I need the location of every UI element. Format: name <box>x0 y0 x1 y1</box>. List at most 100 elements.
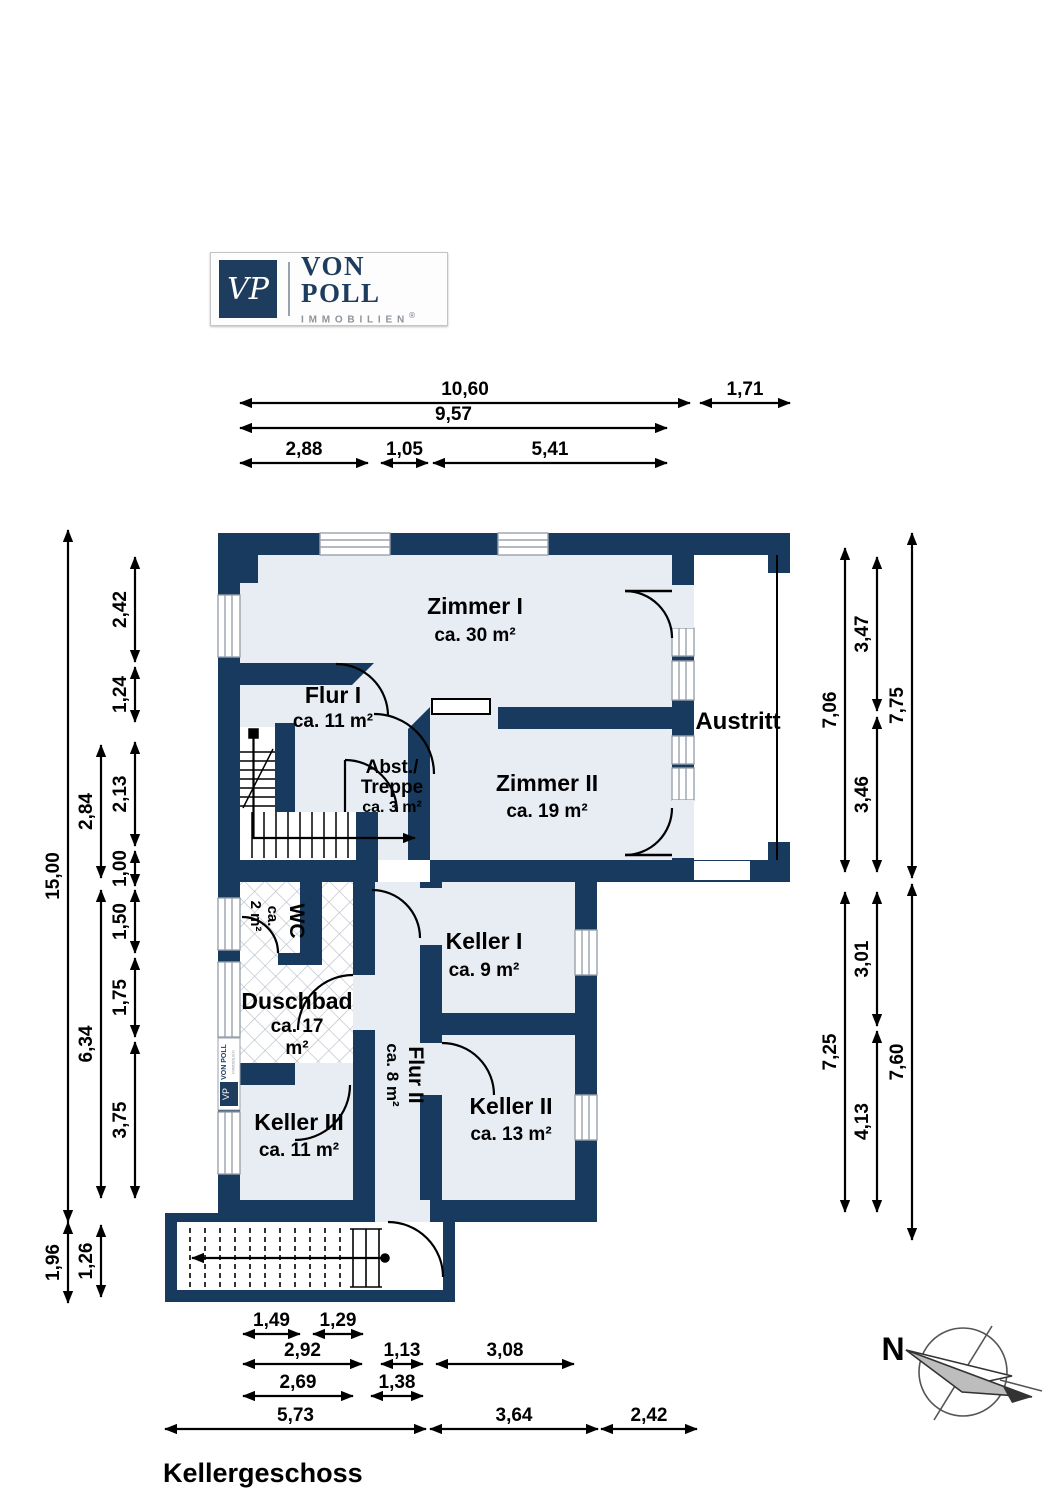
vp-monogram-icon: VP <box>219 260 277 318</box>
dimension-label: 3,47 <box>852 616 873 653</box>
compass-needle-tip <box>1002 1385 1032 1403</box>
compass-north-label: N <box>881 1331 904 1367</box>
page-title: Kellergeschoss <box>163 1458 363 1488</box>
dimension-label: 3,08 <box>487 1340 524 1361</box>
dimension-label: 1,13 <box>384 1340 421 1361</box>
window-right-keller2 <box>574 1094 598 1141</box>
compass-circle <box>918 1327 1008 1417</box>
dimension-label: 1,49 <box>253 1310 290 1331</box>
dimension-label: 2,69 <box>280 1372 317 1393</box>
window-right-3 <box>671 735 695 765</box>
dimension-lines: 10,60 1,71 9,57 2,88 1,05 5,41 1,49 1,29 2,92 1,1… <box>43 379 918 1435</box>
plan-label-keller-3-name: Keller III <box>254 1109 343 1135</box>
window-left-keller3 <box>217 1111 241 1175</box>
window-top-1 <box>319 532 391 556</box>
plan-label-duschbad-area-1: ca. 17 <box>271 1016 324 1037</box>
dimension-label: 15,00 <box>43 852 64 900</box>
plan-label-abst-name-2: Treppe <box>361 777 423 798</box>
plan-label-abst-name-1: Abst./ <box>366 757 420 778</box>
dimension-label: 5,41 <box>532 439 569 460</box>
dimension-label: 10,60 <box>441 379 489 400</box>
room-labels: Zimmer I ca. 30 m² Flur I ca. 11 m² Abst./Tr… <box>241 593 780 1161</box>
logo-subtitle: IMMOBILIEN® <box>301 310 439 325</box>
window-right-1 <box>671 627 695 657</box>
window-top-2 <box>497 532 549 556</box>
dimension-label: 1,00 <box>110 850 131 887</box>
dimension-label: 2,13 <box>110 776 131 813</box>
plan-label-abst-area: ca. 3 m² <box>362 799 422 816</box>
plan-label-keller-1-area: ca. 9 m² <box>449 960 520 981</box>
dimension-label: 1,71 <box>727 379 764 400</box>
plan-label-wc-area-2: 2 m² <box>247 901 264 932</box>
dimension-label: 1,50 <box>110 903 131 940</box>
dimension-label: 2,92 <box>284 1340 321 1361</box>
dimension-label: 1,75 <box>110 979 131 1016</box>
dimension-label: 2,42 <box>110 591 131 628</box>
doors <box>241 585 750 1278</box>
plan-label-flur-1-name: Flur I <box>305 682 361 708</box>
plan-label-zimmer-2-area: ca. 19 m² <box>506 801 587 822</box>
dimension-label: 7,75 <box>887 687 908 724</box>
dimension-label: 7,25 <box>820 1033 841 1070</box>
plan-label-keller-3-area: ca. 11 m² <box>259 1140 339 1161</box>
staircase-exterior <box>189 1228 390 1288</box>
dimension-label: 7,06 <box>820 692 841 729</box>
logo-brand: VON POLL <box>301 250 381 308</box>
plan-label-keller-1-name: Keller I <box>446 928 523 954</box>
dimension-label: 3,64 <box>496 1405 533 1426</box>
dimension-label: 6,34 <box>76 1025 97 1062</box>
stair-direction-arrow <box>252 738 416 844</box>
dimension-label: 2,84 <box>76 793 97 830</box>
plan-label-duschbad-area-2: m² <box>285 1038 308 1059</box>
watermark-brand: VON POLL <box>221 1043 228 1080</box>
door-leaf-slab <box>431 698 491 715</box>
watermark-vp: VP <box>221 1088 231 1100</box>
vonpoll-logo: VP VON POLL IMMOBILIEN® <box>210 252 448 326</box>
plan-label-flur-2-name: Flur II <box>404 1046 427 1103</box>
compass: N <box>881 1325 1043 1421</box>
plan-label-wc-area-1: ca. <box>264 906 281 927</box>
logo-text: VON POLL IMMOBILIEN® <box>301 250 439 325</box>
window-right-keller1 <box>574 929 598 976</box>
plan-label-zimmer-2-name: Zimmer II <box>496 770 598 796</box>
dimension-label: 2,42 <box>631 1405 668 1426</box>
plan-label-keller-2-area: ca. 13 m² <box>470 1124 551 1145</box>
logo-divider <box>288 262 290 316</box>
window-left-duschbad <box>217 961 241 1038</box>
logo-registered-mark: ® <box>409 309 420 320</box>
plan-label-flur-2-area: ca. 8 m² <box>383 1043 402 1107</box>
plan-label-duschbad-name: Duschbad <box>241 988 352 1014</box>
dimension-label: 1,96 <box>43 1244 64 1281</box>
plan-label-zimmer-1-area: ca. 30 m² <box>434 625 515 646</box>
plan-label-zimmer-1-name: Zimmer I <box>427 593 523 619</box>
dimension-label: 9,57 <box>435 404 472 425</box>
dimension-label: 4,13 <box>852 1103 873 1140</box>
window-right-2 <box>671 660 695 701</box>
window-left-zimmer1 <box>217 594 241 658</box>
stair-start-dot <box>248 728 259 739</box>
dimension-label: 1,38 <box>379 1372 416 1393</box>
dimension-label: 1,29 <box>320 1310 357 1331</box>
room-fills <box>177 555 777 1290</box>
dimension-label: 1,05 <box>386 439 423 460</box>
plan-label-austritt-label: Austritt <box>695 708 780 735</box>
wall-watermark: VON POLL IMMOBILIEN VP <box>217 1037 241 1111</box>
dimension-label: 3,75 <box>110 1101 131 1138</box>
plan-label-wc-name: WC <box>285 904 308 939</box>
plan-label-flur-1-area: ca. 11 m² <box>293 711 373 732</box>
plan-label-keller-2-name: Keller II <box>469 1093 552 1119</box>
compass-needle-lower <box>905 1349 1033 1398</box>
window-right-4 <box>671 767 695 801</box>
dimension-label: 2,88 <box>286 439 323 460</box>
logo-subtitle-text: IMMOBILIEN <box>301 314 409 326</box>
dimension-label: 7,60 <box>887 1044 908 1081</box>
dimension-label: 5,73 <box>277 1405 314 1426</box>
dimension-label: 1,24 <box>110 676 131 713</box>
dimension-label: 3,46 <box>852 776 873 813</box>
staircase-internal <box>240 728 416 858</box>
dimension-label: 1,26 <box>76 1243 97 1280</box>
window-left-wc <box>217 897 241 951</box>
dimension-label: 3,01 <box>852 940 873 977</box>
